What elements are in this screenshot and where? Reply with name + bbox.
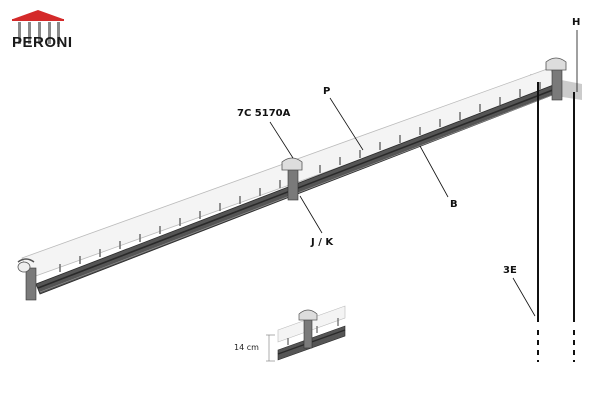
brand-name: PERONI: [12, 34, 73, 51]
label-p: P: [323, 86, 331, 97]
label-h: H: [572, 17, 581, 28]
peroni-logo-icon: [12, 10, 64, 44]
dimension-label: 14 cm: [234, 343, 259, 352]
right-bracket: [545, 57, 567, 101]
label-b: B: [450, 199, 458, 210]
left-bracket: [17, 258, 37, 301]
label-j-k: J / K: [311, 237, 334, 248]
middle-bracket: [281, 157, 303, 201]
detail-inset: [266, 305, 346, 362]
label-3e: 3E: [503, 265, 517, 276]
label-7c-5170a: 7C 5170A: [237, 108, 291, 119]
rail-pins: [59, 82, 541, 272]
